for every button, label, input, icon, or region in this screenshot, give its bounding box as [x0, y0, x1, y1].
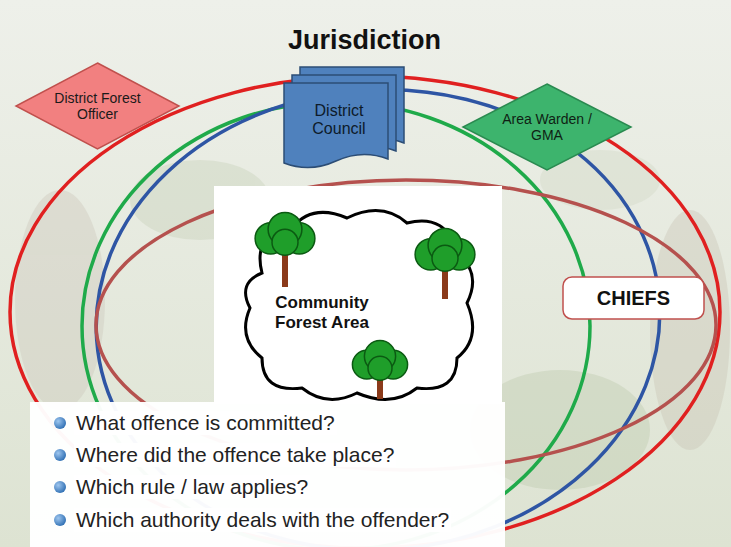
chiefs-box: CHIEFS — [562, 276, 705, 320]
officer-diamond: District Forest Officer — [15, 62, 180, 150]
node-label: Community Forest Area — [258, 293, 386, 332]
warden-diamond: Area Warden / GMA — [462, 83, 632, 171]
forest-cloud: Community Forest Area — [232, 203, 482, 401]
node-label: District Council — [295, 102, 383, 139]
council-document: District Council — [283, 66, 405, 168]
question-bullet: What offence is committed? — [74, 411, 337, 435]
node-label: District Forest Officer — [48, 90, 147, 122]
question-bullet: Which rule / law applies? — [74, 475, 310, 499]
node-label: Area Warden / GMA — [496, 111, 598, 143]
question-bullet: Where did the offence take place? — [74, 443, 396, 467]
question-bullet: Which authority deals with the offender? — [74, 508, 451, 532]
diagram-title: Jurisdiction — [288, 25, 441, 56]
node-label: CHIEFS — [597, 287, 670, 310]
